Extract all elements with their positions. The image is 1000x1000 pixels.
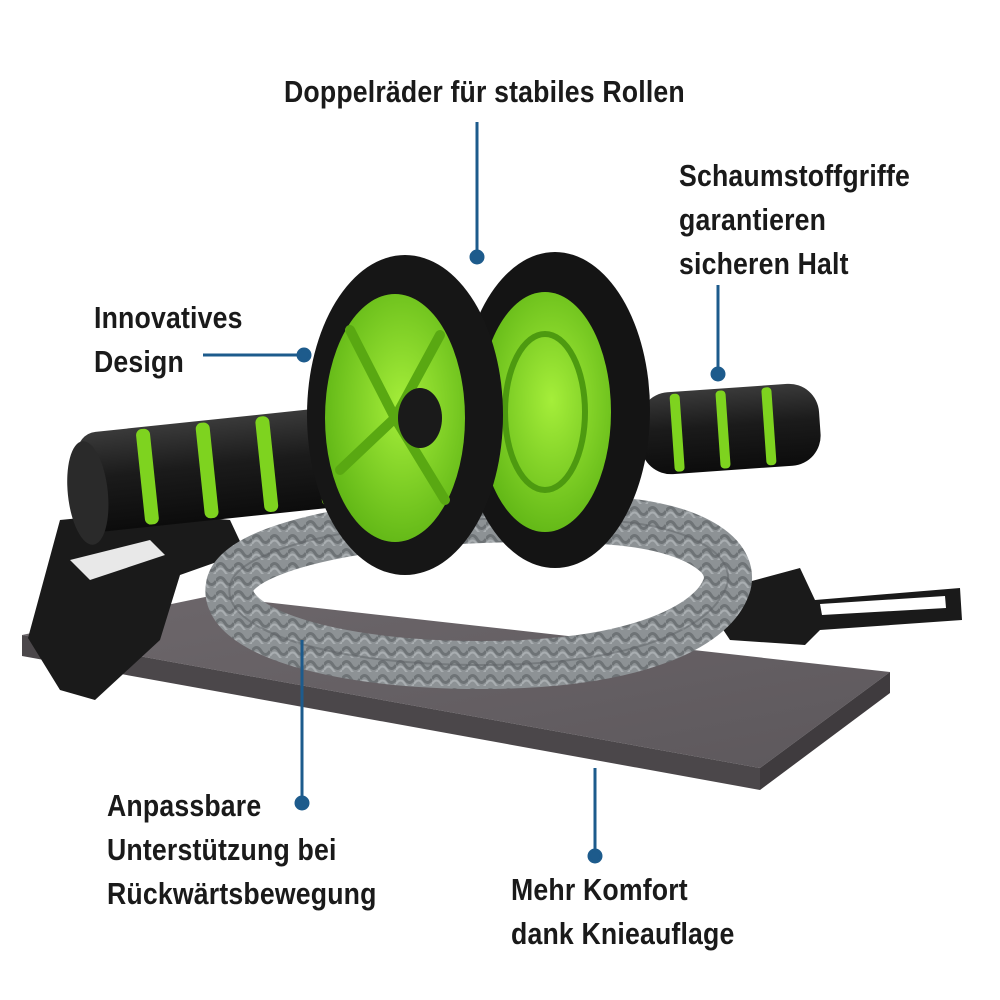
handle-left	[67, 404, 383, 545]
handle-right	[639, 383, 821, 475]
wheel-rear	[460, 252, 650, 568]
callout-line-text: Design	[94, 344, 184, 379]
callout-line-text: Innovatives	[94, 300, 243, 335]
callout-lines	[203, 122, 726, 864]
resistance-band	[205, 494, 752, 690]
callout-line-text: Unterstützung bei	[107, 832, 337, 867]
callout-line-text: Rückwärtsbewegung	[107, 876, 377, 911]
callout-line-text: sicheren Halt	[679, 246, 849, 281]
callout-line-text: garantieren	[679, 202, 827, 237]
callout-line-text: Doppelräder für stabiles Rollen	[284, 74, 685, 109]
strap-left	[28, 512, 245, 700]
wheel-front	[307, 255, 503, 575]
callout-line-text: Schaumstoffgriffe	[679, 158, 911, 193]
callout-line-text: dank Knieauflage	[511, 916, 735, 951]
callout-schaumstoffgriffe: Schaumstoffgriffe garantieren sicheren H…	[679, 154, 910, 286]
callout-mehr-komfort: Mehr Komfort dank Knieauflage	[511, 868, 734, 956]
callout-doppelraeder: Doppelräder für stabiles Rollen	[284, 70, 685, 114]
callout-line-text: Mehr Komfort	[511, 872, 688, 907]
strap-right	[700, 568, 962, 645]
callout-innovatives-design: Innovatives Design	[94, 296, 243, 384]
callout-line-text: Anpassbare	[107, 788, 262, 823]
callout-anpassbare-unterstuetzung: Anpassbare Unterstützung bei Rückwärtsbe…	[107, 784, 377, 916]
